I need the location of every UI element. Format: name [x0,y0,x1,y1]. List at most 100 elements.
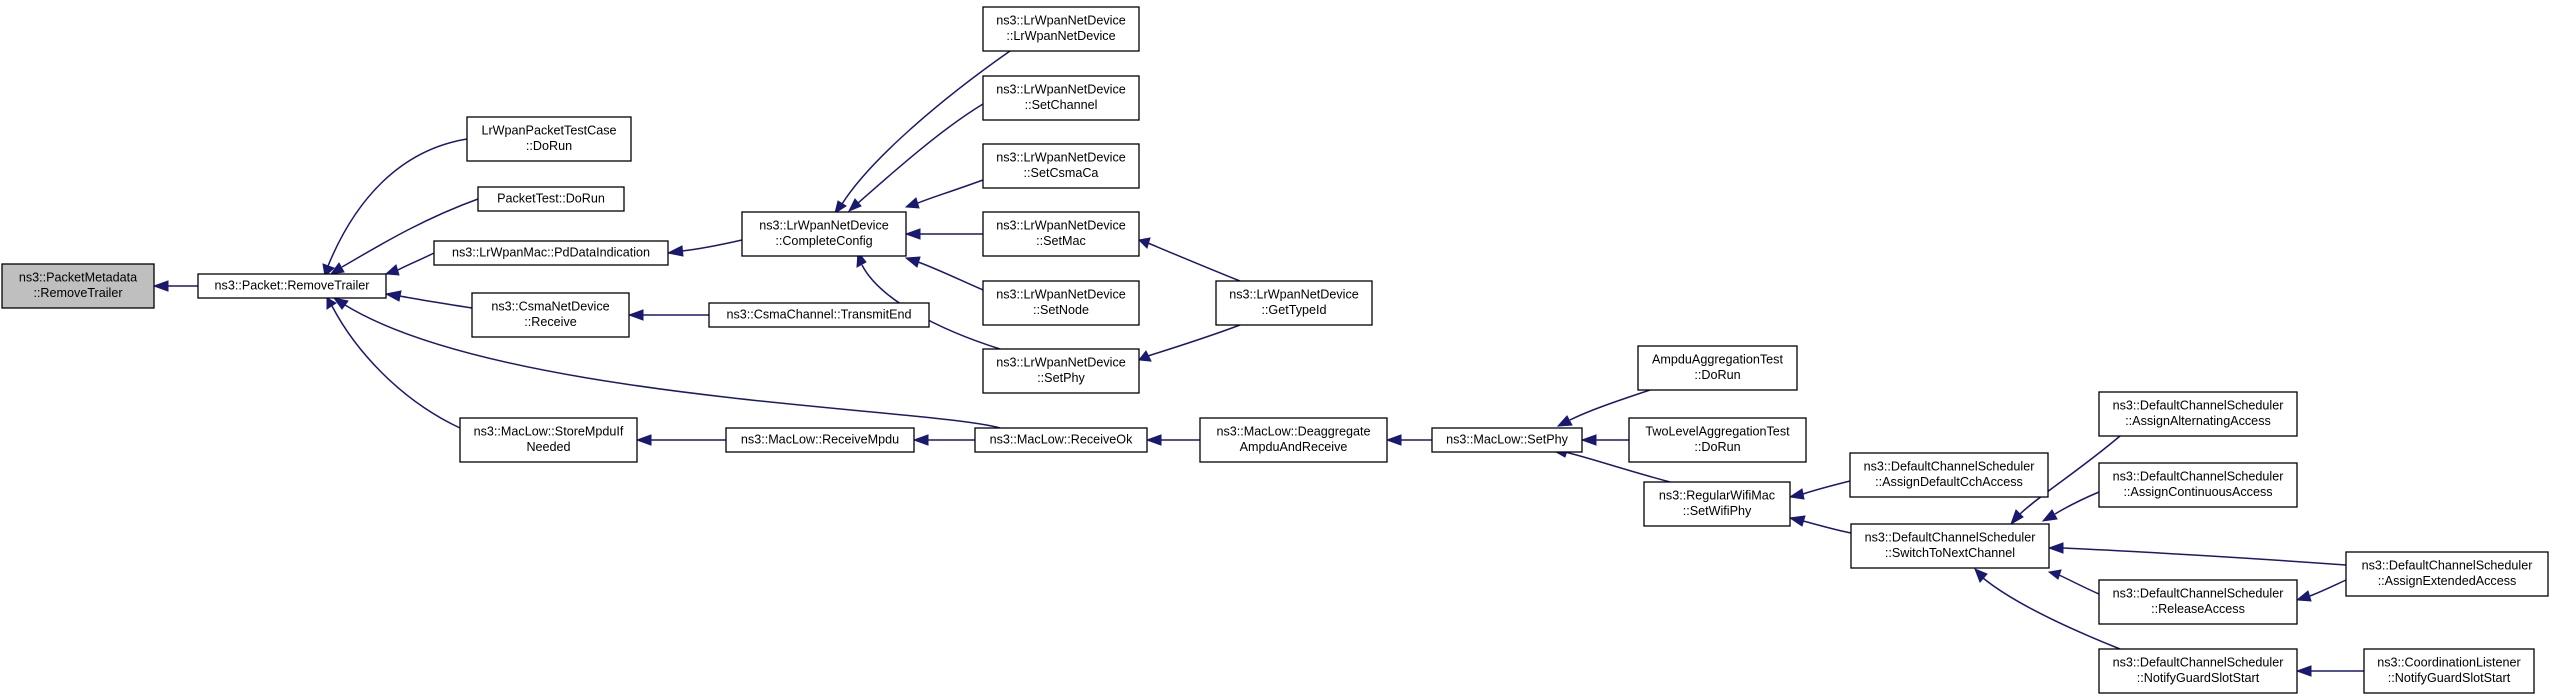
node-box [2363,648,2535,694]
node-label-line: AmpduAndReceive [1240,440,1348,454]
node-dcs-assigndefaultcch[interactable]: ns3::DefaultChannelScheduler::AssignDefa… [1849,452,2049,498]
edge-lrwpan-gettypeid-to-lrwpan-setmac [1137,237,1241,282]
edge-arrowhead [2010,509,2024,526]
edge-line [327,138,468,267]
node-dcs-assignalternating[interactable]: ns3::DefaultChannelScheduler::AssignAlte… [2098,391,2298,437]
node-box [1643,481,1791,527]
node-lrwpan-completeconfig[interactable]: ns3::LrWpanNetDevice::CompleteConfig [741,211,907,257]
node-label-line: ::SetCsmaCa [1024,166,1099,180]
node-lrwpan-gettypeid[interactable]: ns3::LrWpanNetDevice::GetTypeId [1215,280,1373,326]
node-ampdu-aggregation-test[interactable]: AmpduAggregationTest::DoRun [1637,345,1798,391]
node-csma-transmitend[interactable]: ns3::CsmaChannel::TransmitEnd [708,302,930,328]
edge-lrwpanmac-pddataindication-to-packet-remove-trailer [384,252,435,276]
edge-line [917,179,984,204]
node-regularwifimac-setwifiphy[interactable]: ns3::RegularWifiMac::SetWifiPhy [1643,481,1791,527]
node-box [982,348,1140,394]
graph-edges [152,50,2364,677]
node-box [477,186,625,212]
edge-lrwpan-gettypeid-to-lrwpan-setphy [1138,324,1241,362]
node-lrwpan-setphy[interactable]: ns3::LrWpanNetDevice::SetPhy [982,348,1140,394]
edge-line [1147,324,1241,357]
node-label-line: ::AssignAlternatingAccess [2125,414,2271,428]
node-maclow-setphy[interactable]: ns3::MacLow::SetPhy [1431,427,1583,453]
edge-line [397,252,435,271]
node-label-line: ::RemoveTrailer [33,286,122,300]
node-label-line: ns3::LrWpanNetDevice [996,288,1126,302]
edge-arrowhead [2047,569,2062,580]
node-label-line: ::SetNode [1033,303,1089,317]
node-label-line: ns3::DefaultChannelScheduler [2113,399,2284,413]
node-lrwpan-setcsmaca[interactable]: ns3::LrWpanNetDevice::SetCsmaCa [982,143,1140,189]
node-box [982,75,1140,121]
node-lrwpan-ctor[interactable]: ns3::LrWpanNetDevice::LrWpanNetDevice [982,6,1140,52]
node-label-line: ::ReleaseAccess [2151,602,2245,616]
edge-lrwpan-packet-testcase-to-packet-remove-trailer [322,138,468,277]
node-lrwpan-packet-testcase[interactable]: LrWpanPacketTestCase::DoRun [466,116,632,162]
node-lrwpanmac-pddataindication[interactable]: ns3::LrWpanMac::PdDataIndication [433,240,669,266]
edge-csma-transmitend-to-csma-receive [627,309,709,321]
edge-lrwpan-ctor-to-lrwpan-completeconfig [834,50,1011,215]
node-label-line: ::LrWpanNetDevice [1006,29,1115,43]
edge-arrowhead [1138,350,1152,362]
edge-lrwpan-setnode-to-lrwpan-completeconfig [904,256,984,291]
edge-arrowhead [904,197,920,209]
node-label-line: ns3::MacLow::ReceiveMpdu [741,432,899,446]
node-packet-test-dorun[interactable]: PacketTest::DoRun [477,186,625,212]
edge-line [2062,547,2347,566]
edge-arrowhead [834,200,847,215]
node-csma-receive[interactable]: ns3::CsmaNetDevice::Receive [471,292,630,338]
edge-line [2309,579,2347,597]
node-coord-notifyguardslot[interactable]: ns3::CoordinationListener::NotifyGuardSl… [2363,648,2535,694]
node-label-line: ns3::CsmaChannel::TransmitEnd [726,307,911,321]
edge-line [331,305,461,429]
node-dcs-assignextended[interactable]: ns3::DefaultChannelScheduler::AssignExte… [2345,551,2549,597]
edge-maclow-setphy-to-maclow-deaggregate [1385,434,1432,446]
edge-arrowhead [1974,568,1988,583]
node-dcs-assigncontinuous[interactable]: ns3::DefaultChannelScheduler::AssignCont… [2098,462,2298,508]
node-packet-remove-trailer[interactable]: ns3::Packet::RemoveTrailer [197,273,387,299]
node-label-line: ::NotifyGuardSlotStart [2137,671,2260,685]
node-label-line: ::SetMac [1036,234,1086,248]
node-remove-trailer-meta[interactable]: ns3::PacketMetadata::RemoveTrailer [1,263,155,309]
node-box [466,116,632,162]
node-label-line: ::SetChannel [1025,98,1098,112]
node-label-line: ns3::CsmaNetDevice [491,300,609,314]
node-label-line: ns3::MacLow::Deaggregate [1216,425,1370,439]
edge-line [2054,491,2100,515]
node-label-line: ns3::LrWpanNetDevice [996,356,1126,370]
edge-arrowhead [1385,434,1402,446]
node-dcs-switchtonext[interactable]: ns3::DefaultChannelScheduler::SwitchToNe… [1850,523,2050,569]
node-box [1628,417,1807,463]
edge-coord-notifyguardslot-to-dcs-notifyguardslot [2295,665,2364,677]
edge-arrowhead [326,297,337,310]
node-twolevel-aggregation-test[interactable]: TwoLevelAggregationTest::DoRun [1628,417,1807,463]
edge-line [2019,435,2121,515]
node-lrwpan-setchannel[interactable]: ns3::LrWpanNetDevice::SetChannel [982,75,1140,121]
edge-arrowhead [384,264,400,276]
edge-dcs-switchtonext-to-regularwifimac-setwifiphy [1788,515,1852,534]
node-label-line: ns3::LrWpanNetDevice [996,219,1126,233]
edge-arrowhead [332,297,349,310]
edge-lrwpan-completeconfig-to-lrwpanmac-pddataindication [666,239,743,257]
node-maclow-receivempdu[interactable]: ns3::MacLow::ReceiveMpdu [725,427,915,453]
node-label-line: ns3::LrWpanNetDevice [996,83,1126,97]
node-box [982,143,1140,189]
edge-arrowhead [1788,488,1805,500]
node-box [974,427,1148,453]
node-lrwpan-setnode[interactable]: ns3::LrWpanNetDevice::SetNode [982,280,1140,326]
node-dcs-notifyguardslot[interactable]: ns3::DefaultChannelScheduler::NotifyGuar… [2098,648,2298,694]
edge-arrowhead [2047,542,2064,554]
edge-arrowhead [912,434,929,446]
node-label-line: ns3::MacLow::ReceiveOk [990,432,1133,446]
edge-line [857,103,984,204]
node-maclow-receiveok[interactable]: ns3::MacLow::ReceiveOk [974,427,1148,453]
node-lrwpan-setmac[interactable]: ns3::LrWpanNetDevice::SetMac [982,211,1140,257]
edge-arrowhead [635,434,652,446]
node-label-line: ns3::MacLow::SetPhy [1446,432,1569,446]
edge-line [1569,389,1651,421]
node-dcs-releaseaccess[interactable]: ns3::DefaultChannelScheduler::ReleaseAcc… [2098,579,2298,625]
edge-arrowhead [904,228,921,240]
edge-line [399,295,473,309]
